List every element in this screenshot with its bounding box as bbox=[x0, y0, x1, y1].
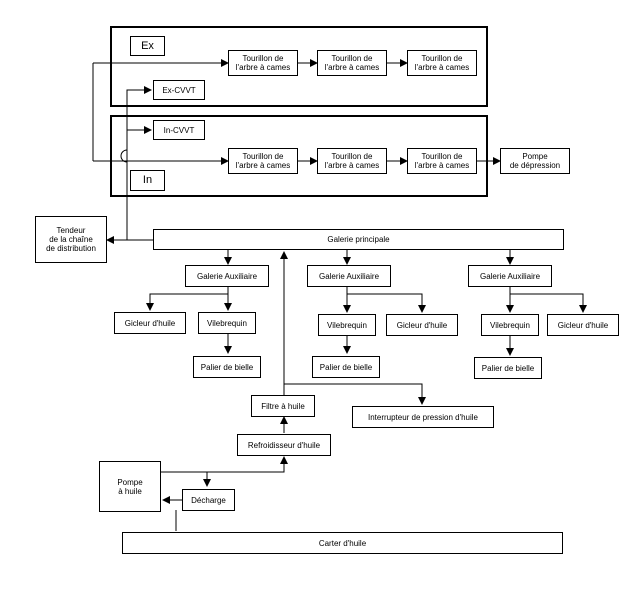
flow-arrow bbox=[284, 383, 426, 405]
rod-bearing-1: Palier de bielle bbox=[193, 356, 261, 378]
intake-group bbox=[110, 115, 488, 197]
exhaust-label: Ex bbox=[130, 36, 165, 56]
crankshaft-2: Vilebrequin bbox=[318, 314, 376, 336]
flow-arrow bbox=[161, 456, 288, 473]
flow-arrow bbox=[126, 86, 152, 240]
oil-pump: Pompe à huile bbox=[99, 461, 161, 512]
in-cvvt: In-CVVT bbox=[153, 120, 205, 140]
oil-jet-2: Gicleur d'huile bbox=[386, 314, 458, 336]
main-gallery: Galerie principale bbox=[153, 229, 564, 250]
camshaft-journal-in-3: Tourillon de l'arbre à cames bbox=[407, 148, 477, 174]
camshaft-journal-ex-1: Tourillon de l'arbre à cames bbox=[228, 50, 298, 76]
relief-valve: Décharge bbox=[182, 489, 235, 511]
oil-jet-3: Gicleur d'huile bbox=[547, 314, 619, 336]
aux-gallery-3: Galerie Auxiliaire bbox=[468, 265, 552, 287]
camshaft-journal-ex-3: Tourillon de l'arbre à cames bbox=[407, 50, 477, 76]
exhaust-group bbox=[110, 26, 488, 107]
oil-filter: Filtre à huile bbox=[251, 395, 315, 417]
oil-jet-1: Gicleur d'huile bbox=[114, 312, 186, 334]
flow-arrow bbox=[347, 293, 426, 313]
ex-cvvt: Ex-CVVT bbox=[153, 80, 205, 100]
aux-gallery-1: Galerie Auxiliaire bbox=[185, 265, 269, 287]
camshaft-journal-in-1: Tourillon de l'arbre à cames bbox=[228, 148, 298, 174]
bypass-loop bbox=[120, 149, 128, 163]
oil-pan: Carter d'huile bbox=[122, 532, 563, 554]
oil-pressure-switch: Interrupteur de pression d'huile bbox=[352, 406, 494, 428]
vacuum-pump: Pompe de dépression bbox=[500, 148, 570, 174]
intake-label: In bbox=[130, 170, 165, 191]
camshaft-journal-ex-2: Tourillon de l'arbre à cames bbox=[317, 50, 387, 76]
flow-arrow bbox=[146, 287, 229, 311]
crankshaft-3: Vilebrequin bbox=[481, 314, 539, 336]
rod-bearing-3: Palier de bielle bbox=[474, 357, 542, 379]
flow-arrow bbox=[510, 293, 587, 313]
oil-cooler: Refroidisseur d'huile bbox=[237, 434, 331, 456]
rod-bearing-2: Palier de bielle bbox=[312, 356, 380, 378]
timing-chain-tensioner: Tendeur de la chaîne de distribution bbox=[35, 216, 107, 263]
aux-gallery-2: Galerie Auxiliaire bbox=[307, 265, 391, 287]
camshaft-journal-in-2: Tourillon de l'arbre à cames bbox=[317, 148, 387, 174]
crankshaft-1: Vilebrequin bbox=[198, 312, 256, 334]
